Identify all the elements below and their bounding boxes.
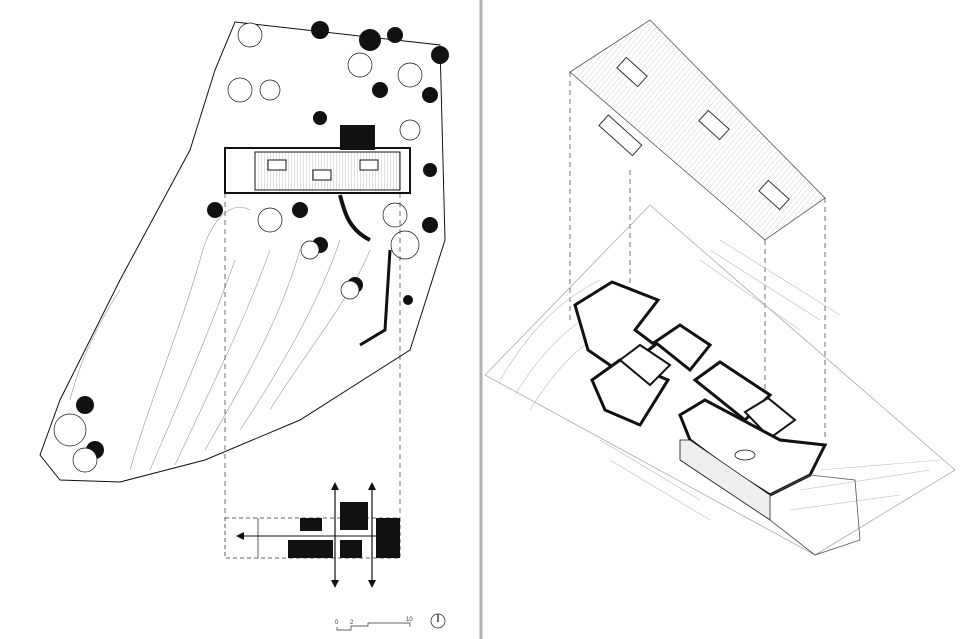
scale-label: 10 [406, 617, 413, 623]
axonometric [484, 19, 956, 556]
skylight [312, 169, 332, 181]
contour-line [174, 249, 271, 466]
north-arrow-icon [430, 613, 446, 629]
ground-plane [484, 204, 956, 556]
contour-line [269, 249, 371, 411]
floating-element [598, 114, 643, 157]
contour-line [129, 207, 251, 471]
trees [76, 21, 449, 459]
skylight [267, 159, 287, 171]
roof-skylight [758, 179, 790, 211]
contour-line [69, 289, 121, 401]
scale-bar: 0 2 10 [335, 617, 413, 631]
building-plan [573, 280, 861, 556]
site-plan [39, 21, 449, 518]
roof-skylight [698, 109, 730, 141]
path [338, 194, 371, 242]
contour-line [149, 259, 236, 471]
site-boundary [39, 21, 446, 483]
scale-label: 2 [350, 620, 354, 626]
retaining-wall [359, 249, 392, 347]
parti-diagram [224, 482, 401, 588]
projection-lines [569, 72, 826, 440]
scale-label: 0 [335, 620, 339, 626]
contour-line [204, 249, 301, 451]
roof-skylight [616, 56, 648, 88]
annex [340, 125, 375, 150]
tree-canopies [53, 22, 423, 473]
terrain-contours [499, 239, 941, 521]
contour-line [239, 239, 341, 431]
skylight [359, 159, 379, 171]
